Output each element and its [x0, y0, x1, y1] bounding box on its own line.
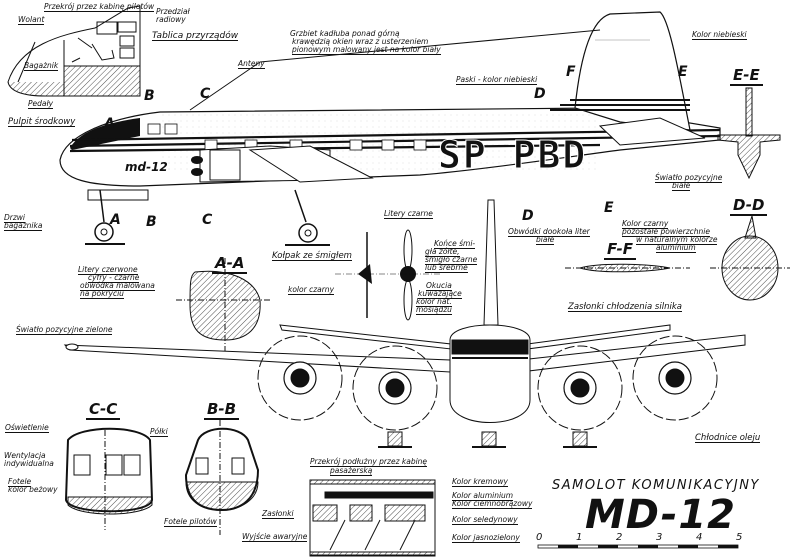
label-kolor-czarny-1: Kolor czarny — [622, 219, 669, 229]
section-ee — [717, 87, 781, 180]
label-chlodnice: Chłodnice oleju — [695, 433, 761, 443]
label-kolor-niebieski: Kolor niebieski — [692, 30, 747, 40]
section-title-dd: D-D — [730, 196, 768, 216]
label-okucia-4: mosiądzu — [416, 305, 452, 315]
scale-tick-5: 5 — [736, 532, 743, 543]
section-cc — [64, 427, 154, 530]
section-dd — [710, 215, 790, 301]
label-anteny: Anteny — [238, 59, 265, 69]
label-litery-czerwone-3: obwódka malowana — [80, 281, 155, 291]
section-title-bb: B-B — [204, 400, 240, 420]
label-swiatlo-biale-2: białe — [672, 181, 691, 191]
section-title-ee: E-E — [730, 66, 763, 86]
label-drzwi-2: bagażnika — [4, 221, 43, 231]
label-litery-czarne: Litery czarne — [384, 209, 433, 219]
label-pedaly: Pedały — [28, 99, 54, 109]
label-kolpak: Kołpak ze śmigłem — [272, 251, 352, 261]
label-polki: Półki — [150, 427, 168, 437]
label-kolor-czarny-spinner: kolor czarny — [288, 285, 335, 295]
label-przedzial-1: Przedział — [156, 7, 190, 16]
marker-a-top: A — [104, 116, 115, 132]
label-bagaznik: Bagażnik — [24, 61, 59, 71]
label-okucia-1: Okucia — [426, 281, 452, 291]
marker-c-bottom: C — [202, 212, 213, 228]
label-jasnozielony: Kolor jasnozielony — [452, 533, 520, 543]
marker-b-top: B — [144, 88, 155, 104]
label-grzbiet-2: krawędzią okien wraz z usterzeniem — [292, 37, 429, 46]
section-bb — [184, 420, 260, 535]
label-wentylacja-2: indywidualna — [4, 459, 54, 468]
label-grzbiet-3: pionowym malowany jest na kolor biały — [292, 45, 441, 55]
scale-tick-1: 1 — [576, 532, 583, 543]
marker-e: E — [604, 200, 614, 216]
label-przedzial-2: radiowy — [156, 15, 186, 24]
label-zastonki-silnika: Zasłonki chłodzenia silnika — [568, 302, 682, 312]
label-litery-czerwone-2: cyfry - czarne — [88, 273, 140, 283]
section-ff — [565, 263, 690, 273]
marker-d-top: D — [534, 86, 546, 102]
front-view — [63, 199, 746, 448]
label-kolor-czarny-3: w naturalnym kolorze — [636, 235, 718, 245]
scale-tick-0: 0 — [536, 532, 543, 543]
label-obwodki-1: Obwódki dookoła liter — [508, 227, 590, 237]
label-aluminium: Kolor aluminium — [452, 491, 514, 501]
label-pulpit: Pulpit środkowy — [8, 117, 76, 127]
label-wolant: Wolant — [18, 15, 45, 25]
marker-d-bottom: D — [522, 208, 534, 224]
label-wyjscie: Wyjście awaryjne — [242, 532, 308, 542]
cockpit-section-header: Przekrój przez kabinę pilotów — [44, 2, 155, 12]
scale-bar — [537, 544, 739, 549]
label-fotele-2: kolor beżowy — [8, 485, 58, 494]
label-konce-4: lub srebrne — [425, 263, 468, 273]
scale-tick-4: 4 — [696, 532, 703, 543]
marker-b-bottom: B — [146, 214, 157, 230]
label-ciemnobrazowy: Kolor ciemnobrązowy — [452, 499, 533, 509]
scale-tick-2: 2 — [616, 532, 623, 543]
label-fotele-pilotow: Fotele pilotów — [164, 517, 217, 527]
drawing-subtitle: SAMOLOT KOMUNIKACYJNY — [552, 478, 760, 493]
propeller-detail — [335, 229, 440, 321]
label-konce-1: Końce śmi- — [434, 239, 476, 249]
label-litery-czerwone-1: Litery czerwone — [78, 265, 138, 275]
marker-a-bottom: A — [110, 212, 121, 228]
label-kolor-czarny-4: aluminium — [656, 243, 696, 253]
label-swiatlo-zielone: Światło pozycyjne zielone — [16, 325, 113, 335]
label-kremowy: Kolor kremowy — [452, 477, 508, 487]
cockpit-cutaway — [7, 5, 141, 97]
label-konce-3: śmigło czarne — [425, 255, 478, 265]
label-grzbiet-1: Grzbiet kadłuba ponad górną — [290, 29, 400, 38]
label-oswietlenie: Oświetlenie — [5, 423, 49, 433]
label-okucia-2: kuważające — [418, 289, 462, 299]
label-litery-czerwone-4: na pokryciu — [80, 289, 124, 299]
label-longitudinal-header-1: Przekrój podłużny przez kabinę — [310, 457, 428, 467]
longitudinal-cabin-section — [309, 479, 436, 557]
label-seledynowy: Kolor seledynowy — [452, 515, 518, 525]
label-paski: Paski - kolor niebieski — [456, 75, 538, 85]
section-aa — [176, 258, 270, 352]
label-okucia-3: kolor nat. — [416, 297, 452, 307]
label-fotele-1: Fotele — [8, 477, 32, 487]
label-wentylacja-1: Wentylacja — [4, 451, 46, 460]
registration-marking: SP PBD — [437, 133, 588, 178]
side-view-fuselage — [59, 11, 721, 246]
nose-logo: md-12 — [125, 160, 168, 174]
label-konce-2: gła żółte, — [425, 247, 460, 257]
label-swiatlo-biale-1: Światło pozycyjne — [655, 173, 723, 183]
section-title-cc: C-C — [86, 400, 121, 420]
marker-f-right: E — [678, 64, 688, 80]
drawing-title: MD-12 — [585, 492, 737, 538]
label-longitudinal-header-2: pasażerską — [330, 466, 373, 476]
marker-f-left: F — [566, 64, 576, 80]
section-title-ff: F-F — [604, 240, 636, 260]
scale-tick-3: 3 — [656, 532, 663, 543]
label-obwodki-2: białe — [536, 235, 555, 245]
label-drzwi-1: Drzwi — [4, 213, 26, 223]
label-tablica: Tablica przyrządów — [152, 31, 239, 41]
label-zaslonki: Zasłonki — [262, 509, 294, 519]
label-kolor-czarny-2: pozostałe powierzchnie — [622, 227, 711, 237]
marker-c-top: C — [200, 86, 211, 102]
section-title-aa: A-A — [212, 254, 248, 274]
